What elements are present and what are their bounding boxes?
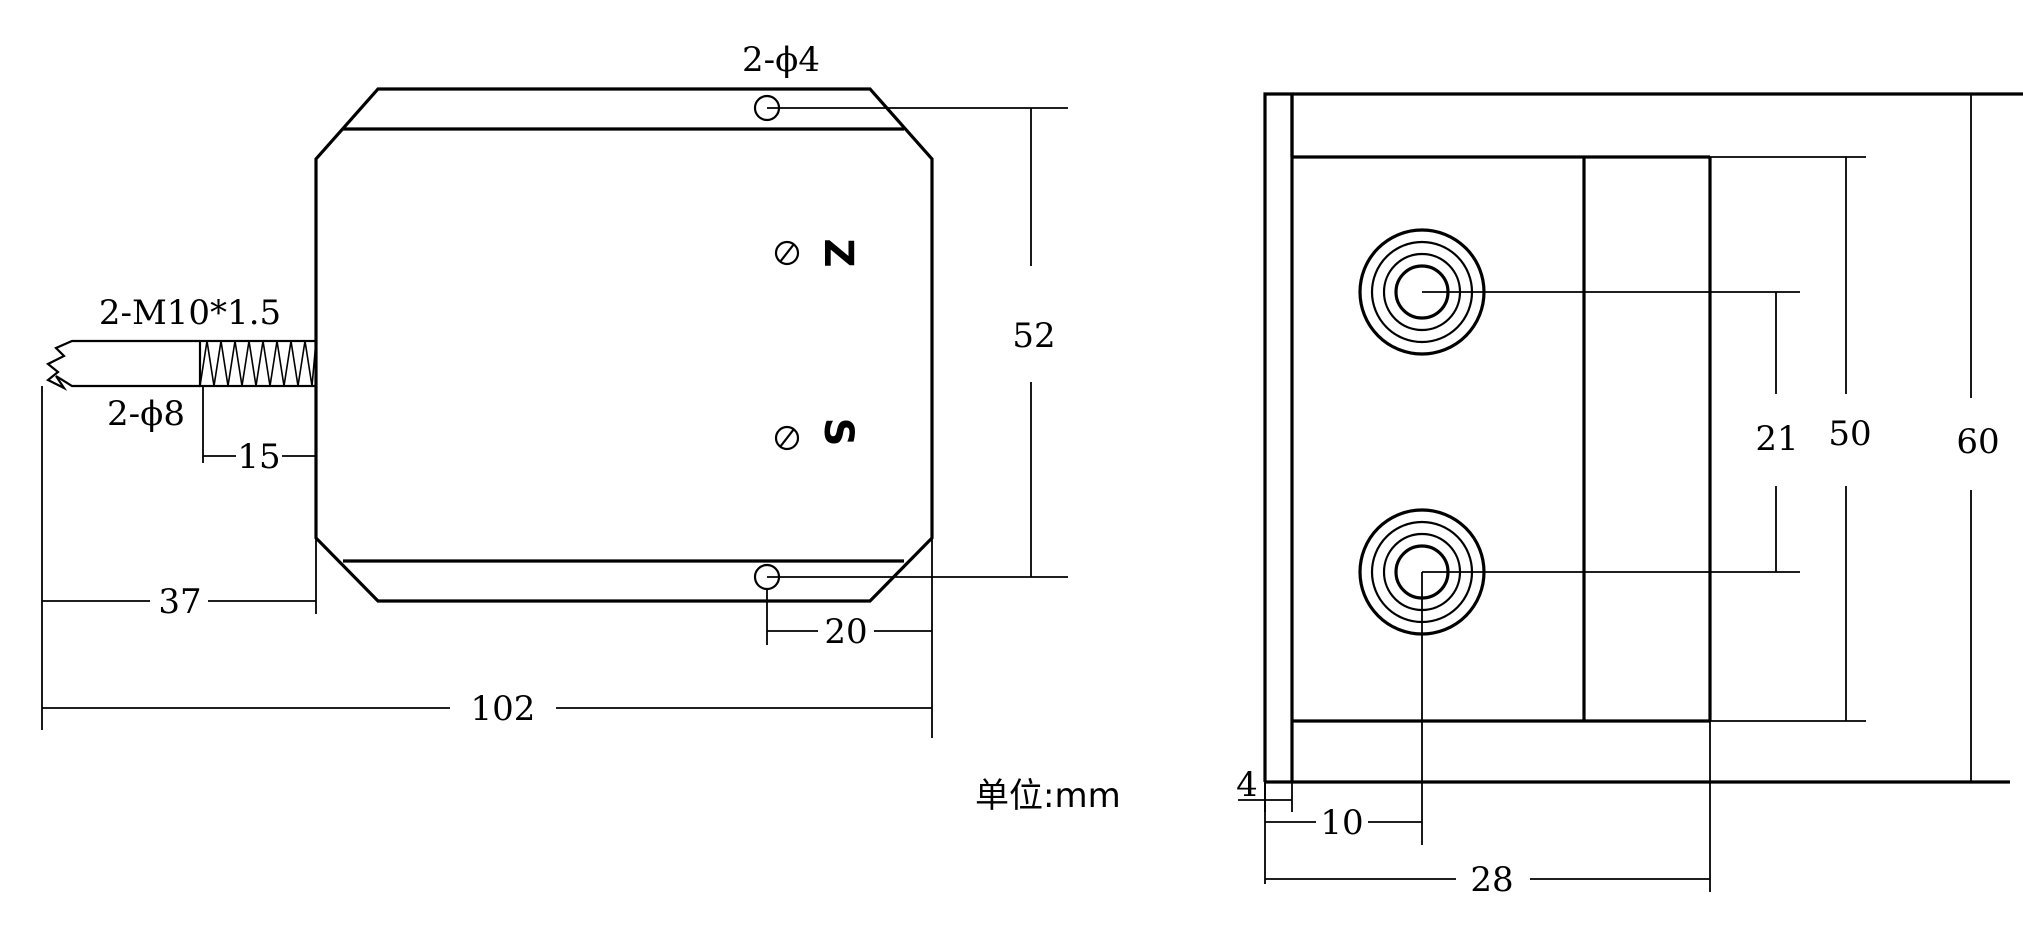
housing-outline — [314, 87, 934, 603]
body-height-label: 50 — [1828, 414, 1871, 454]
side-view: 21 50 60 4 10 28 — [1236, 92, 2023, 900]
thread-length-label: 15 — [237, 437, 280, 477]
port-spec-label: 2-ϕ8 — [107, 394, 185, 434]
unit-label: 单位:mm — [975, 776, 1121, 816]
depth-label: 28 — [1470, 860, 1513, 900]
thread-zigzag — [199, 340, 317, 387]
span-adjust-screw — [774, 425, 800, 451]
pressure-port — [45, 339, 318, 391]
port-spacing-label: 21 — [1755, 419, 1798, 459]
port-offset-label: 10 — [1320, 803, 1363, 843]
thread-section — [198, 339, 318, 388]
overall-height-label: 60 — [1956, 422, 1999, 462]
overall-length-label: 102 — [471, 689, 536, 729]
span-adjust-label: S — [815, 418, 861, 447]
thread-spec-label: 2-M10*1.5 — [99, 293, 281, 333]
hole-spec-label: 2-ϕ4 — [742, 40, 820, 80]
hole-spacing-label: 52 — [1012, 316, 1055, 356]
flange-outline — [1263, 92, 1294, 782]
port-length-label: 37 — [158, 582, 201, 622]
zero-adjust-label: Z — [815, 238, 861, 267]
zero-adjust-screw — [774, 240, 800, 266]
front-view: Z S 2-ϕ4 2-M10*1.5 2-ϕ8 15 37 — [41, 40, 1068, 738]
flange-thickness-label: 4 — [1236, 765, 1258, 805]
hole-offset-label: 20 — [824, 612, 867, 652]
